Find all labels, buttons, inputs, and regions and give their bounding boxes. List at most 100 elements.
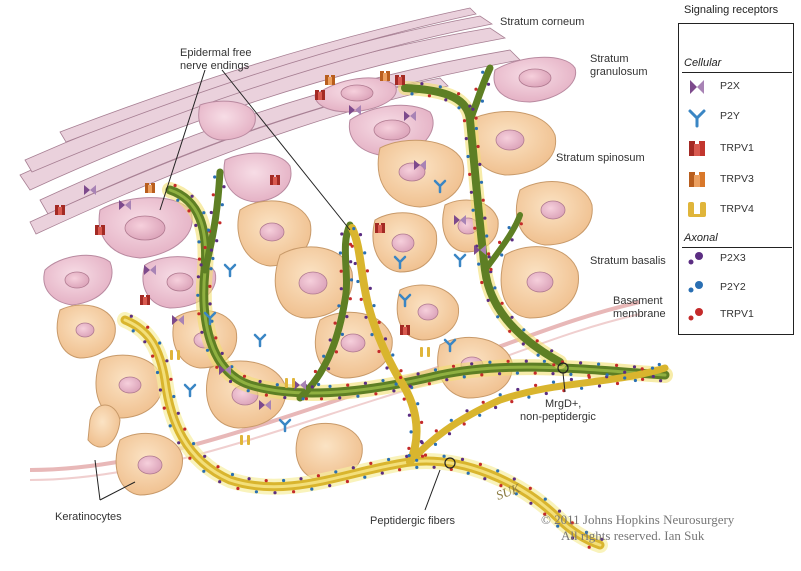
axonal-receptor-dot <box>211 193 215 197</box>
axonal-receptor-dot <box>209 248 214 252</box>
label-stratum-granulosum-2: granulosum <box>590 66 648 78</box>
axonal-receptor-dot <box>445 378 449 382</box>
axonal-receptor-dot <box>544 391 548 396</box>
axonal-receptor-dot <box>633 378 638 383</box>
axonal-receptor-dot <box>557 509 562 513</box>
legend-item-trpv4: TRPV4 <box>720 203 754 215</box>
axonal-receptor-dot <box>407 454 411 458</box>
axonal-receptor-dot <box>264 393 268 397</box>
axonal-receptor-dot <box>473 226 477 230</box>
axonal-receptor-dot <box>197 257 202 261</box>
axonal-receptor-dot <box>457 106 461 110</box>
axonal-receptor-dot <box>381 379 385 383</box>
axonal-receptor-dot <box>258 379 262 384</box>
axonal-receptor-dot <box>209 267 213 271</box>
trpv1-receptor-icon <box>140 295 150 305</box>
axonal-receptor-dot <box>317 382 321 387</box>
legend-item-p2x3: P2X3 <box>720 252 746 264</box>
axonal-receptor-dot <box>162 406 166 410</box>
axonal-receptor-dot <box>213 175 217 179</box>
axonal-receptor-dot <box>488 360 492 364</box>
axonal-receptor-dot <box>304 397 308 401</box>
axonal-receptor-dot <box>552 363 556 367</box>
copyright-line2: All rights reserved. Ian Suk <box>561 528 705 543</box>
axonal-receptor-dot <box>194 223 198 227</box>
axonal-receptor-dot <box>203 245 207 250</box>
axonal-receptor-dot <box>420 82 424 86</box>
axonal-receptor-dot <box>494 405 498 410</box>
axonal-receptor-dot <box>528 486 532 490</box>
axonal-receptor-dot <box>468 172 472 176</box>
axonal-receptor-dot <box>215 239 219 243</box>
axonal-receptor-dot <box>542 359 547 363</box>
axonal-receptor-dot <box>399 369 403 373</box>
axonal-receptor-dot <box>496 315 500 319</box>
axonal-receptor-dot <box>465 409 469 413</box>
axonal-receptor-dot <box>203 454 207 458</box>
axonal-receptor-dot <box>409 430 413 434</box>
axonal-receptor-dot <box>322 354 326 358</box>
axonal-receptor-dot <box>480 280 484 285</box>
axonal-receptor-dot <box>143 340 147 344</box>
axonal-receptor-dot <box>543 497 547 501</box>
axonal-receptor-dot <box>498 372 502 376</box>
legend-item-p2y: P2Y <box>720 110 740 122</box>
axonal-receptor-dot <box>451 364 456 368</box>
axonal-receptor-dot <box>215 365 219 369</box>
axonal-receptor-dot <box>514 492 518 496</box>
axonal-receptor-dot <box>600 537 604 541</box>
axonal-receptor-dot <box>187 209 191 213</box>
trpv3-receptor-icon <box>145 183 155 193</box>
axonal-receptor-dot <box>486 82 491 86</box>
axonal-receptor-dot <box>587 545 591 549</box>
trpv3-receptor-icon <box>380 71 390 81</box>
p2y-receptor-icon <box>453 253 467 268</box>
axonal-receptor-dot <box>587 375 591 379</box>
axonal-receptor-dot <box>387 457 391 462</box>
axonal-receptor-dot <box>615 363 619 367</box>
axonal-receptor-dot <box>246 389 250 393</box>
axonal-receptor-dot <box>316 474 320 478</box>
axonal-receptor-dot <box>498 393 502 397</box>
axonal-receptor-dot <box>363 381 367 385</box>
axonal-receptor-dot <box>427 382 431 386</box>
p2y2-dot-icon <box>688 281 703 293</box>
legend-title: Signaling receptors <box>684 4 779 16</box>
axonal-receptor-dot <box>597 384 602 388</box>
trpv1-receptor-icon <box>375 223 385 233</box>
legend-cellular-title: Cellular <box>684 57 722 69</box>
axonal-receptor-dot <box>579 361 583 365</box>
axonal-receptor-dot <box>449 418 453 422</box>
p2x-receptor-icon <box>172 315 184 325</box>
axonal-receptor-dot <box>462 375 466 379</box>
p2x-receptor-icon <box>119 200 131 210</box>
axonal-receptor-dot <box>478 462 482 466</box>
axonal-receptor-dot <box>383 337 388 341</box>
axonal-receptor-dot <box>580 386 584 390</box>
p2y-receptor-icon <box>443 338 457 353</box>
axonal-receptor-dot <box>363 475 367 479</box>
axonal-receptor-dot <box>301 397 305 401</box>
axonal-receptor-dot <box>377 320 381 324</box>
axonal-receptor-dot <box>434 429 438 433</box>
axonal-receptor-dot <box>476 144 480 149</box>
axonal-receptor-dot <box>486 298 490 302</box>
axonal-receptor-dot <box>158 388 162 392</box>
axonal-receptor-dot <box>365 269 369 273</box>
p2x-receptor-icon <box>144 265 156 275</box>
axonal-receptor-dot <box>218 480 222 484</box>
legend-item-trpv3: TRPV3 <box>720 173 754 185</box>
axonal-receptor-dot <box>405 454 409 458</box>
cellular-receptors <box>55 71 486 445</box>
p2x-receptor-icon <box>414 160 426 170</box>
axonal-receptor-dot <box>605 373 609 377</box>
p2x-receptor-icon <box>404 111 416 121</box>
axonal-receptor-dot <box>466 154 470 159</box>
axonal-receptor-dot <box>205 348 210 352</box>
legend-divider <box>682 72 792 73</box>
axonal-receptor-dot <box>623 376 627 380</box>
axonal-receptor-dot <box>155 370 160 375</box>
axonal-receptor-dot <box>516 387 520 392</box>
